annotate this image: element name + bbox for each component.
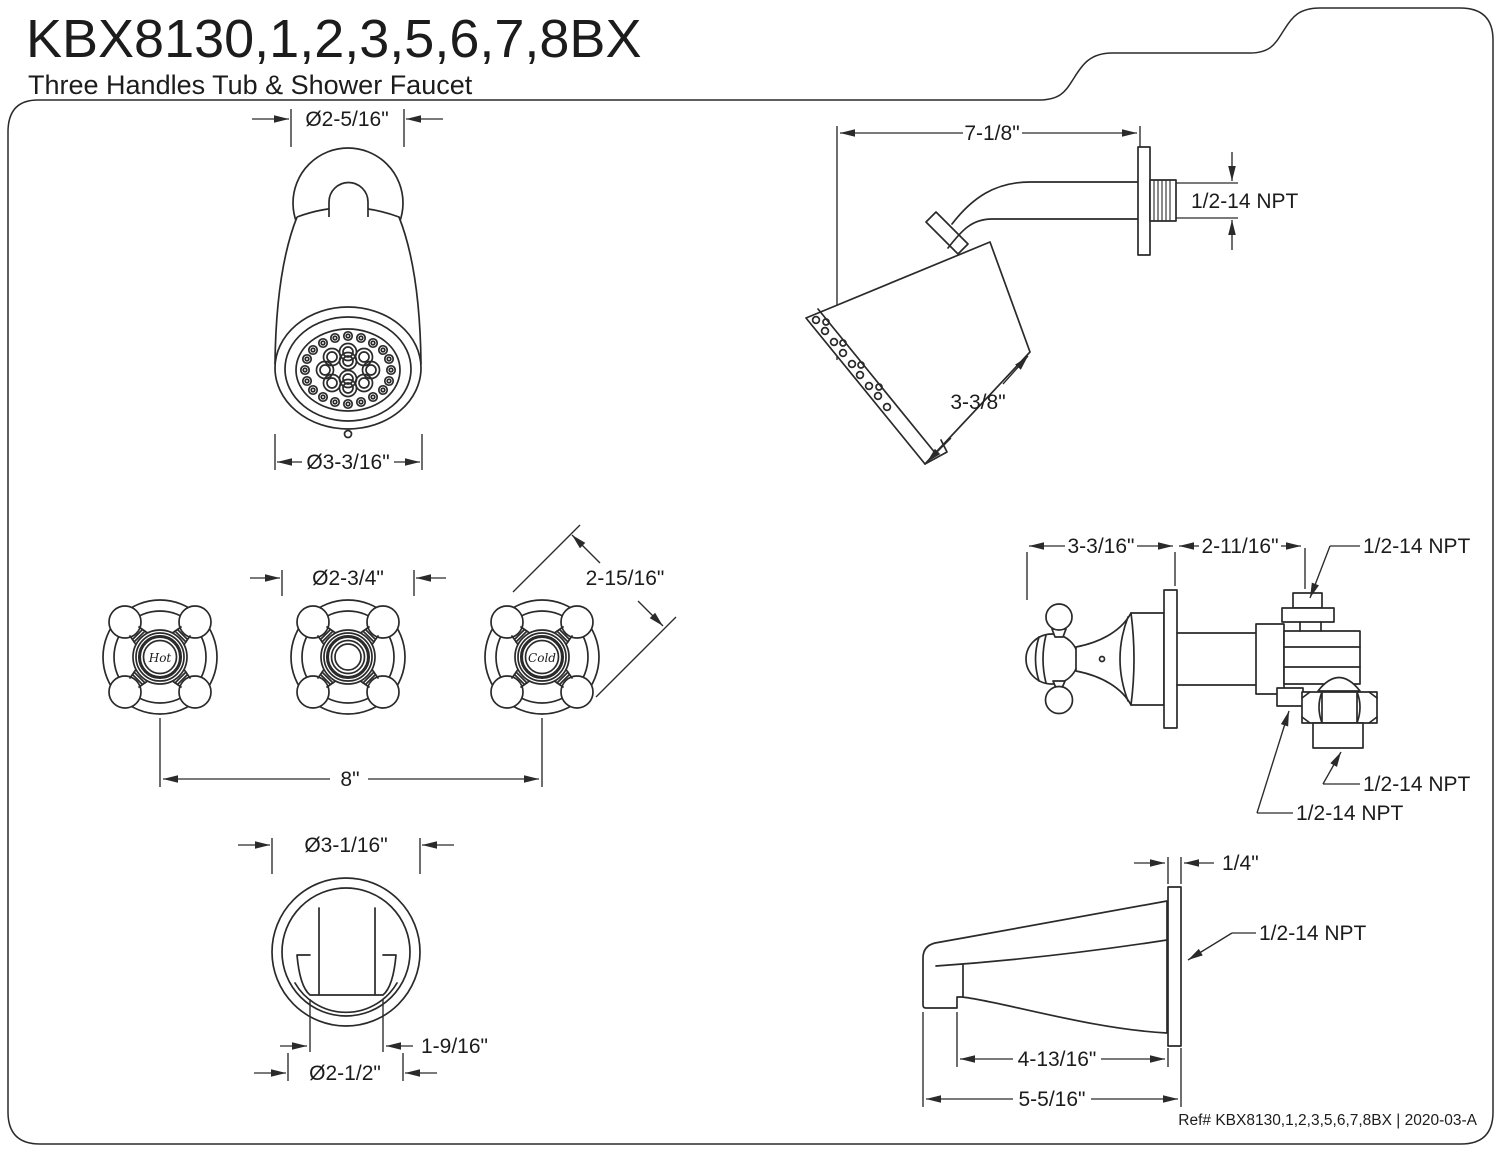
dim-label-spout-plate-thickness: 1/4" (1222, 852, 1259, 875)
diverter-handle (291, 600, 405, 714)
view-showerhead-side: 7-1/8" 1/2-14 NPT 3-3/8" (805, 122, 1299, 465)
dim-label-spout-opening: 1-9/16" (421, 1035, 488, 1058)
dim-label-spout-reach: 4-13/16" (1018, 1048, 1097, 1071)
dim-label-handle-spread: 8" (340, 768, 359, 791)
dim-label-handle-diagonal: 2-15/16" (586, 567, 665, 590)
dim-label-spout-total-length: 5-5/16" (1019, 1088, 1086, 1111)
thread-label-spout: 1/2-14 NPT (1259, 922, 1367, 945)
reference-number: Ref# KBX8130,1,2,3,5,6,7,8BX | 2020-03-A (1178, 1112, 1477, 1129)
page-title: KBX8130,1,2,3,5,6,7,8BX (26, 9, 641, 69)
cold-button-label: Cold (528, 651, 556, 665)
view-spout-front: Ø3-1/16" 1-9/16" Ø2-1/2" (238, 834, 488, 1085)
view-handles-front: Hot Cold Ø2-3/4" 2-15/16" 8" (103, 524, 677, 791)
dim-label-valve-body-depth: 2-11/16" (1201, 535, 1278, 558)
hot-button-label: Hot (148, 651, 172, 665)
dim-label-valve-handle-depth: 3-3/16" (1068, 535, 1135, 558)
view-showerhead-front: Ø2-5/16" Ø3-3/16" (252, 108, 443, 474)
view-valve-side: 3-3/16" 2-11/16" 1/2-14 NPT 1/2-14 NPT 1… (1025, 535, 1471, 825)
dim-label-showerhead-projection: 7-1/8" (964, 122, 1019, 145)
dim-label-spout-flange: Ø3-1/16" (304, 834, 387, 857)
thread-label-shower-arm: 1/2-14 NPT (1191, 190, 1299, 213)
page-subtitle: Three Handles Tub & Shower Faucet (28, 70, 473, 100)
thread-label-valve-inlet: 1/2-14 NPT (1296, 802, 1404, 825)
nozzles-edge-beads (811, 315, 892, 412)
dim-label-showerhead-width: 3-3/8" (950, 391, 1005, 414)
dim-label-handle-diameter: Ø2-3/4" (312, 567, 384, 590)
sheet-border (7, 7, 1494, 1145)
thread-label-valve-outlet: 1/2-14 NPT (1363, 773, 1471, 796)
dim-label-spout-body-diameter: Ø2-1/2" (309, 1062, 381, 1085)
dim-label-showerhead-face: Ø3-3/16" (306, 451, 389, 474)
dim-label-showerhead-arm-flange: Ø2-5/16" (305, 108, 388, 131)
view-spout-side: 1/4" 1/2-14 NPT 4-13/16" 5-5/16" (922, 852, 1367, 1111)
thread-label-valve-top-port: 1/2-14 NPT (1363, 535, 1471, 558)
